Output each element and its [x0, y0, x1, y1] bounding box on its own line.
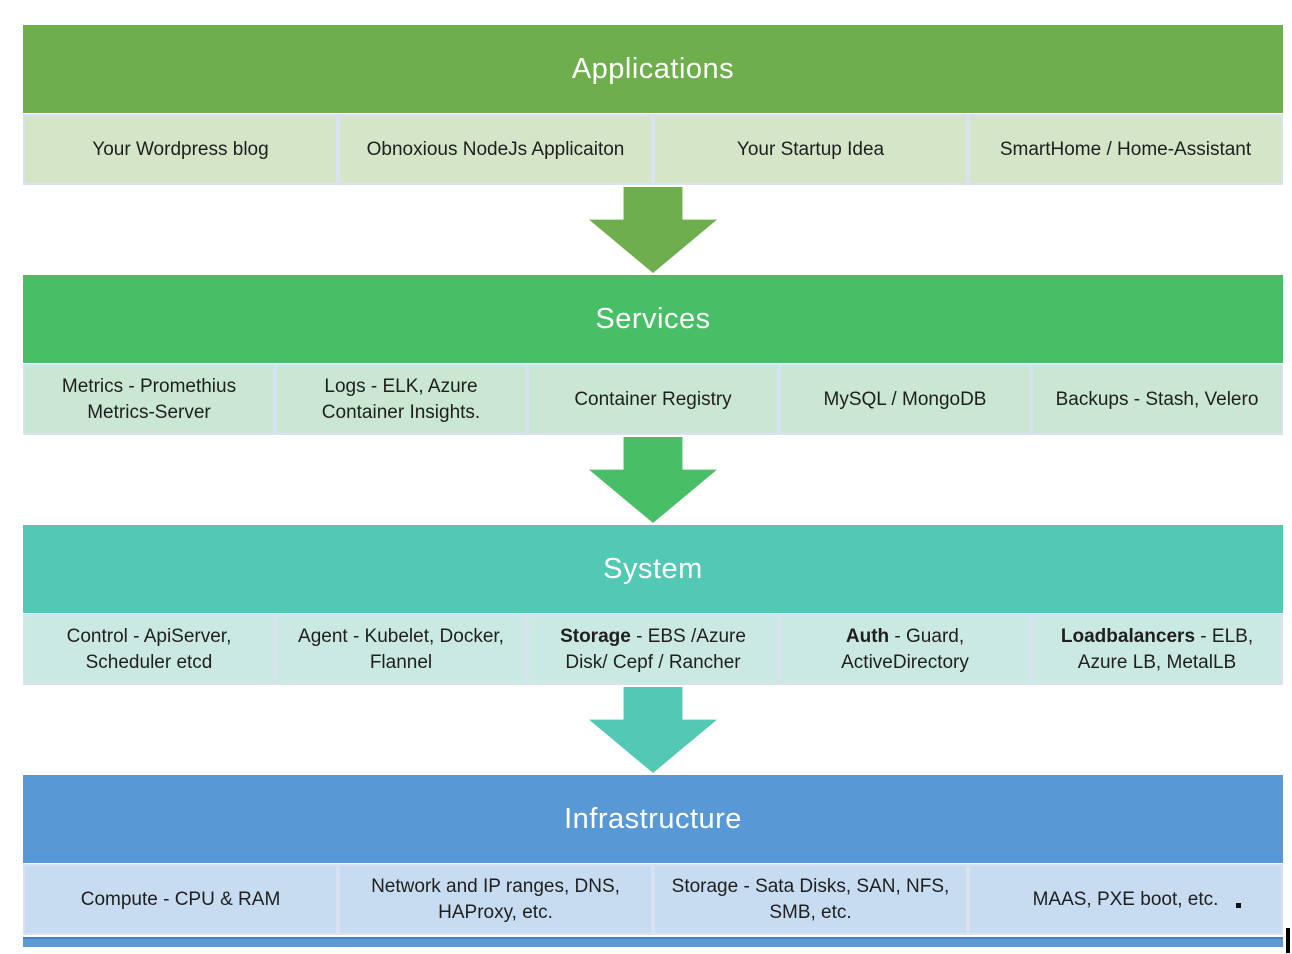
- item-bold-label: Loadbalancers: [1060, 625, 1196, 647]
- item-text-label: MAAS, PXE boot, etc.: [1032, 888, 1219, 910]
- item-label: Auth - Guard, ActiveDirectory: [793, 624, 1017, 676]
- item-text-label: Storage - Sata Disks, SAN, NFS, SMB, etc…: [671, 875, 950, 923]
- item-text-label: Obnoxious NodeJs Applicaiton: [366, 138, 625, 160]
- item-text-label: Your Startup Idea: [736, 138, 885, 160]
- item-text-label: - EBS /Azure Disk/ Cepf / Rancher: [565, 625, 746, 673]
- section-header-services: Services: [23, 275, 1283, 363]
- item-label: Control - ApiServer, Scheduler etcd: [37, 624, 261, 676]
- item-infrastructure-1: Network and IP ranges, DNS, HAProxy, etc…: [338, 864, 653, 935]
- item-label: Your Wordpress blog: [92, 137, 268, 163]
- items-row-applications: Your Wordpress blog Obnoxious NodeJs Appl…: [23, 114, 1283, 185]
- item-infrastructure-0: Compute - CPU & RAM: [23, 864, 338, 935]
- down-arrow-icon: [589, 187, 717, 273]
- item-label: SmartHome / Home-Assistant: [1000, 137, 1251, 163]
- item-label: Backups - Stash, Velero: [1056, 387, 1259, 413]
- item-text-label: Compute - CPU & RAM: [80, 888, 281, 910]
- item-text-label: Backups - Stash, Velero: [1055, 388, 1259, 410]
- item-services-1: Logs - ELK, Azure Container Insights.: [275, 364, 527, 435]
- item-system-3: Auth - Guard, ActiveDirectory: [779, 614, 1031, 685]
- item-text-label: Control - ApiServer, Scheduler etcd: [66, 625, 232, 673]
- arrow-wrap: [23, 685, 1283, 775]
- item-applications-1: Obnoxious NodeJs Applicaiton: [338, 114, 653, 185]
- item-applications-2: Your Startup Idea: [653, 114, 968, 185]
- item-label: MAAS, PXE boot, etc.: [1033, 887, 1219, 913]
- text-caret-artifact: [1286, 928, 1290, 953]
- item-text-label: - Guard, ActiveDirectory: [841, 625, 969, 673]
- item-text-label: SmartHome / Home-Assistant: [999, 138, 1252, 160]
- item-label: Obnoxious NodeJs Applicaiton: [367, 137, 625, 163]
- item-applications-3: SmartHome / Home-Assistant: [968, 114, 1283, 185]
- item-label: Network and IP ranges, DNS, HAProxy, etc…: [352, 874, 639, 926]
- item-system-2: Storage - EBS /Azure Disk/ Cepf / Ranche…: [527, 614, 779, 685]
- section-header-applications: Applications: [23, 25, 1283, 113]
- item-text-label: Your Wordpress blog: [92, 138, 269, 160]
- item-services-2: Container Registry: [527, 364, 779, 435]
- bottom-bar: [23, 937, 1283, 947]
- item-text-label: Container Registry: [574, 388, 732, 410]
- item-bold-label: Auth: [845, 625, 890, 647]
- item-services-3: MySQL / MongoDB: [779, 364, 1031, 435]
- item-label: Storage - EBS /Azure Disk/ Cepf / Ranche…: [541, 624, 765, 676]
- items-row-system: Control - ApiServer, Scheduler etcd Agent…: [23, 614, 1283, 685]
- item-text-label: - ELB, Azure LB, MetalLB: [1077, 625, 1254, 673]
- items-row-services: Metrics - Promethius Metrics-Server Logs …: [23, 364, 1283, 435]
- section-header-infrastructure: Infrastructure: [23, 775, 1283, 863]
- item-label: Logs - ELK, Azure Container Insights.: [289, 374, 513, 426]
- item-label: Compute - CPU & RAM: [81, 887, 281, 913]
- item-applications-0: Your Wordpress blog: [23, 114, 338, 185]
- item-label: Container Registry: [574, 387, 731, 413]
- down-arrow-icon: [589, 687, 717, 773]
- item-label: Loadbalancers - ELB, Azure LB, MetalLB: [1045, 624, 1269, 676]
- item-system-1: Agent - Kubelet, Docker, Flannel: [275, 614, 527, 685]
- item-text-label: Metrics - Promethius Metrics-Server: [61, 375, 237, 423]
- item-infrastructure-3: MAAS, PXE boot, etc.: [968, 864, 1283, 935]
- arrow-wrap: [23, 435, 1283, 525]
- item-system-4: Loadbalancers - ELB, Azure LB, MetalLB: [1031, 614, 1283, 685]
- arrow-wrap: [23, 185, 1283, 275]
- item-text-label: Network and IP ranges, DNS, HAProxy, etc…: [371, 875, 620, 923]
- item-label: MySQL / MongoDB: [824, 387, 987, 413]
- item-text-label: Logs - ELK, Azure Container Insights.: [321, 375, 481, 423]
- down-arrow-icon: [589, 437, 717, 523]
- item-services-4: Backups - Stash, Velero: [1031, 364, 1283, 435]
- item-services-0: Metrics - Promethius Metrics-Server: [23, 364, 275, 435]
- item-infrastructure-2: Storage - Sata Disks, SAN, NFS, SMB, etc…: [653, 864, 968, 935]
- item-bold-label: Storage: [560, 625, 631, 647]
- item-label: Agent - Kubelet, Docker, Flannel: [289, 624, 513, 676]
- section-header-system: System: [23, 525, 1283, 613]
- item-text-label: MySQL / MongoDB: [823, 388, 987, 410]
- item-text-label: Agent - Kubelet, Docker, Flannel: [298, 625, 504, 673]
- item-label: Metrics - Promethius Metrics-Server: [37, 374, 261, 426]
- items-row-infrastructure: Compute - CPU & RAM Network and IP ranges…: [23, 864, 1283, 935]
- item-label: Your Startup Idea: [737, 137, 884, 163]
- item-label: Storage - Sata Disks, SAN, NFS, SMB, etc…: [667, 874, 954, 926]
- cursor-dot-artifact: [1236, 903, 1241, 908]
- item-system-0: Control - ApiServer, Scheduler etcd: [23, 614, 275, 685]
